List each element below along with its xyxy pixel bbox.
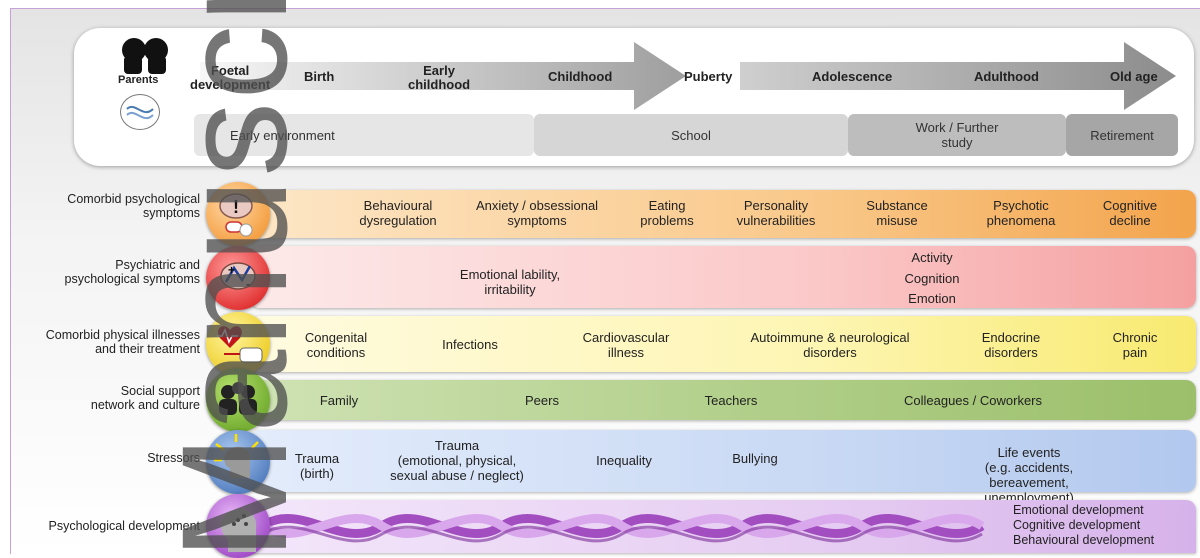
stage-foetal-development: Foetal development: [190, 63, 271, 92]
item-peers: Peers: [525, 393, 559, 408]
item-colleagues-coworkers: Colleagues / Coworkers: [903, 393, 1043, 408]
item-cognitive-decline: Cognitive decline: [1102, 198, 1158, 228]
people-icon: [206, 368, 270, 432]
stage-birth: Birth: [304, 69, 335, 84]
parents-icon: [112, 34, 176, 78]
item-behavioural-development: Behavioural development: [1013, 533, 1155, 547]
item-autoimmune-neurological: Autoimmune & neurological disorders: [750, 330, 910, 360]
item-eating-problems: Eating problems: [640, 198, 694, 228]
heart-hand-icon: [206, 312, 270, 376]
row-physical-illnesses: [250, 316, 1196, 372]
life-timeline-panel: Parents Foetal development Birth Early c…: [74, 28, 1194, 166]
svg-text:-: -: [246, 277, 250, 291]
item-emotional-development: Emotional development: [1013, 503, 1144, 517]
parents-label: Parents: [118, 74, 159, 86]
item-trauma-abuse-neglect: Trauma (emotional, physical, sexual abus…: [390, 438, 524, 483]
stage-childhood: Childhood: [548, 69, 613, 84]
head-development-icon: [206, 494, 270, 558]
item-inequality: Inequality: [596, 453, 652, 468]
dna-icon: [120, 94, 160, 130]
item-infections: Infections: [442, 337, 498, 352]
row-label-physical-illnesses: Comorbid physical illnesses and their tr…: [45, 328, 200, 356]
item-bullying: Bullying: [732, 451, 778, 466]
svg-text:!: !: [233, 197, 239, 217]
item-cognition: Cognition: [904, 271, 960, 286]
row-label-comorbid-psychological: Comorbid psychological symptoms: [67, 192, 200, 220]
env-retirement: Retirement: [1066, 114, 1178, 156]
row-psychiatric: [250, 246, 1196, 308]
stage-early-childhood: Early childhood: [408, 63, 471, 92]
row-label-social-support: Social support network and culture: [90, 384, 200, 412]
stage-old-age: Old age: [1110, 69, 1158, 84]
item-chronic-pain: Chronic pain: [1112, 330, 1158, 360]
env-work-further-study: Work / Further study: [848, 114, 1066, 156]
timeline-arrows: [200, 42, 1176, 110]
item-family: Family: [319, 393, 359, 408]
arrow-early-life: [200, 42, 686, 110]
brain-mood-icon: + -: [206, 246, 270, 310]
arrow-later-life: [740, 42, 1176, 110]
item-cardiovascular-illness: Cardiovascular illness: [582, 330, 670, 360]
row-stressors: [250, 430, 1196, 492]
stage-puberty: Puberty: [684, 69, 733, 84]
item-activity: Activity: [911, 250, 953, 265]
item-congenital-conditions: Congenital conditions: [304, 330, 368, 360]
item-endocrine-disorders: Endocrine disorders: [981, 330, 1041, 360]
brain-pills-icon: !: [206, 182, 270, 246]
stage-adulthood: Adulthood: [974, 69, 1039, 84]
item-psychotic-phenomena: Psychotic phenomena: [986, 198, 1056, 228]
row-social-support: [250, 380, 1196, 420]
item-anxiety-obsessional: Anxiety / obsessional symptoms: [475, 198, 599, 228]
item-life-events: Life events (e.g. accidents, bereavement…: [984, 445, 1074, 505]
item-emotion: Emotion: [908, 291, 956, 306]
item-cognitive-development: Cognitive development: [1013, 518, 1141, 532]
item-trauma-birth: Trauma (birth): [294, 451, 340, 481]
row-label-psychological-development: Psychological development: [48, 519, 200, 533]
svg-text:+: +: [228, 263, 235, 277]
item-personality-vulnerabilities: Personality vulnerabilities: [736, 198, 816, 228]
item-behavioural-dysregulation: Behavioural dysregulation: [359, 198, 437, 228]
development-helix: [262, 514, 985, 543]
row-label-psychiatric: Psychiatric and psychological symptoms: [64, 258, 200, 286]
env-school: School: [534, 114, 848, 156]
item-emotional-lability: Emotional lability, irritability: [459, 267, 561, 297]
item-teachers: Teachers: [704, 393, 758, 408]
stressed-head-icon: [206, 430, 270, 494]
item-substance-misuse: Substance misuse: [866, 198, 928, 228]
row-label-stressors: Stressors: [147, 451, 200, 465]
row-comorbid-psychological: [250, 190, 1196, 238]
stage-adolescence: Adolescence: [812, 69, 893, 84]
env-early-environment: Early environment: [194, 114, 534, 156]
